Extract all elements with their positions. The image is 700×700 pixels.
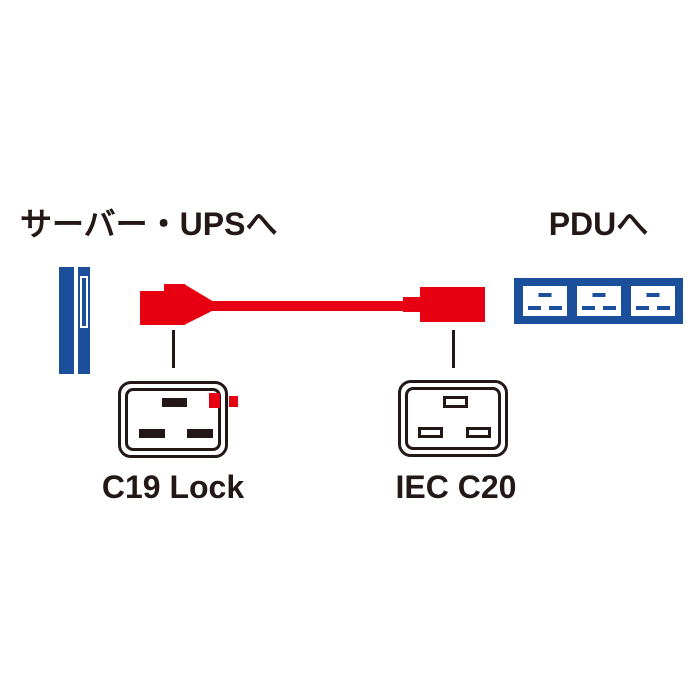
c19-plug-taper — [184, 284, 212, 325]
server-ups-label: サーバー・UPSへ — [20, 206, 278, 242]
c19-lock-caption: C19 Lock — [101, 469, 245, 505]
c19-lock-latch-inner — [209, 393, 220, 408]
outlet-pin-slot — [549, 306, 562, 310]
c20-pin-bottom-left — [418, 427, 443, 438]
c20-pin-top — [443, 396, 468, 408]
iec-c20-caption: IEC C20 — [395, 469, 517, 505]
outlet-pin-slot — [657, 306, 670, 310]
outlet-pin-slot — [582, 306, 595, 310]
outlet-pin-slot — [592, 293, 606, 297]
c19-pin-top — [162, 398, 187, 407]
pdu-label: PDUへ — [548, 206, 649, 242]
outlet-pin-slot — [603, 306, 616, 310]
power-cable — [210, 301, 405, 311]
outlet-pin-slot — [538, 293, 552, 297]
pdu-outlet — [577, 286, 621, 316]
pdu-outlet-strip — [514, 278, 683, 324]
c19-lock-latch-tab — [229, 396, 238, 407]
left-leader-line — [172, 330, 175, 368]
pdu-outlet — [631, 286, 675, 316]
c20-plug-neck — [403, 297, 421, 312]
right-leader-line — [452, 330, 455, 368]
outlet-pin-slot — [646, 293, 660, 297]
c19-pin-bottom-left — [139, 429, 165, 438]
c19-lock-face-inner-outline — [125, 388, 221, 451]
server-inlet-slot — [80, 276, 88, 328]
server-panel-bar — [59, 267, 74, 374]
outlet-pin-slot — [636, 306, 649, 310]
c19-pin-bottom-right — [187, 429, 213, 438]
c20-pin-bottom-right — [466, 427, 491, 438]
c19-plug-shoulder — [164, 284, 185, 325]
outlet-pin-slot — [528, 306, 541, 310]
c19-plug-body — [140, 291, 166, 325]
c20-plug-body — [420, 287, 485, 322]
pdu-outlet — [523, 286, 567, 316]
